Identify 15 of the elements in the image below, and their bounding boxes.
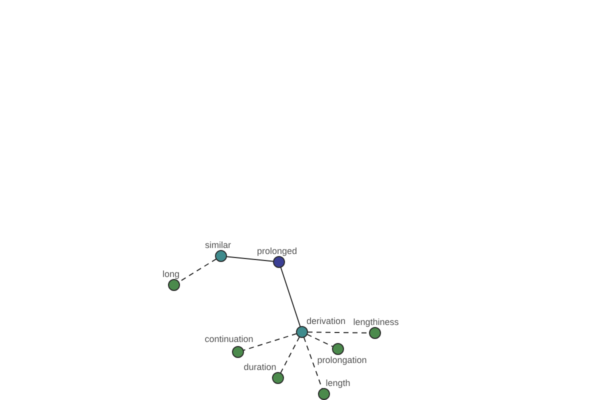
- node-label: prolonged: [256, 246, 298, 256]
- dashed-connector-line: [242, 333, 298, 351]
- connector-line: [280, 266, 301, 328]
- node-label: long: [162, 269, 180, 279]
- node-label: similar: [205, 240, 231, 250]
- dashed-connector-line: [306, 334, 334, 348]
- node-label: derivation: [306, 316, 346, 326]
- dashed-connector-line: [280, 336, 300, 374]
- node-label: lengthiness: [353, 317, 399, 327]
- node-label: duration: [244, 362, 276, 372]
- node-label: prolongation: [317, 355, 367, 365]
- dashed-connector-line: [303, 336, 323, 390]
- node-label: continuation: [204, 334, 254, 344]
- connector-line: [226, 256, 274, 262]
- node-label: length: [326, 378, 350, 388]
